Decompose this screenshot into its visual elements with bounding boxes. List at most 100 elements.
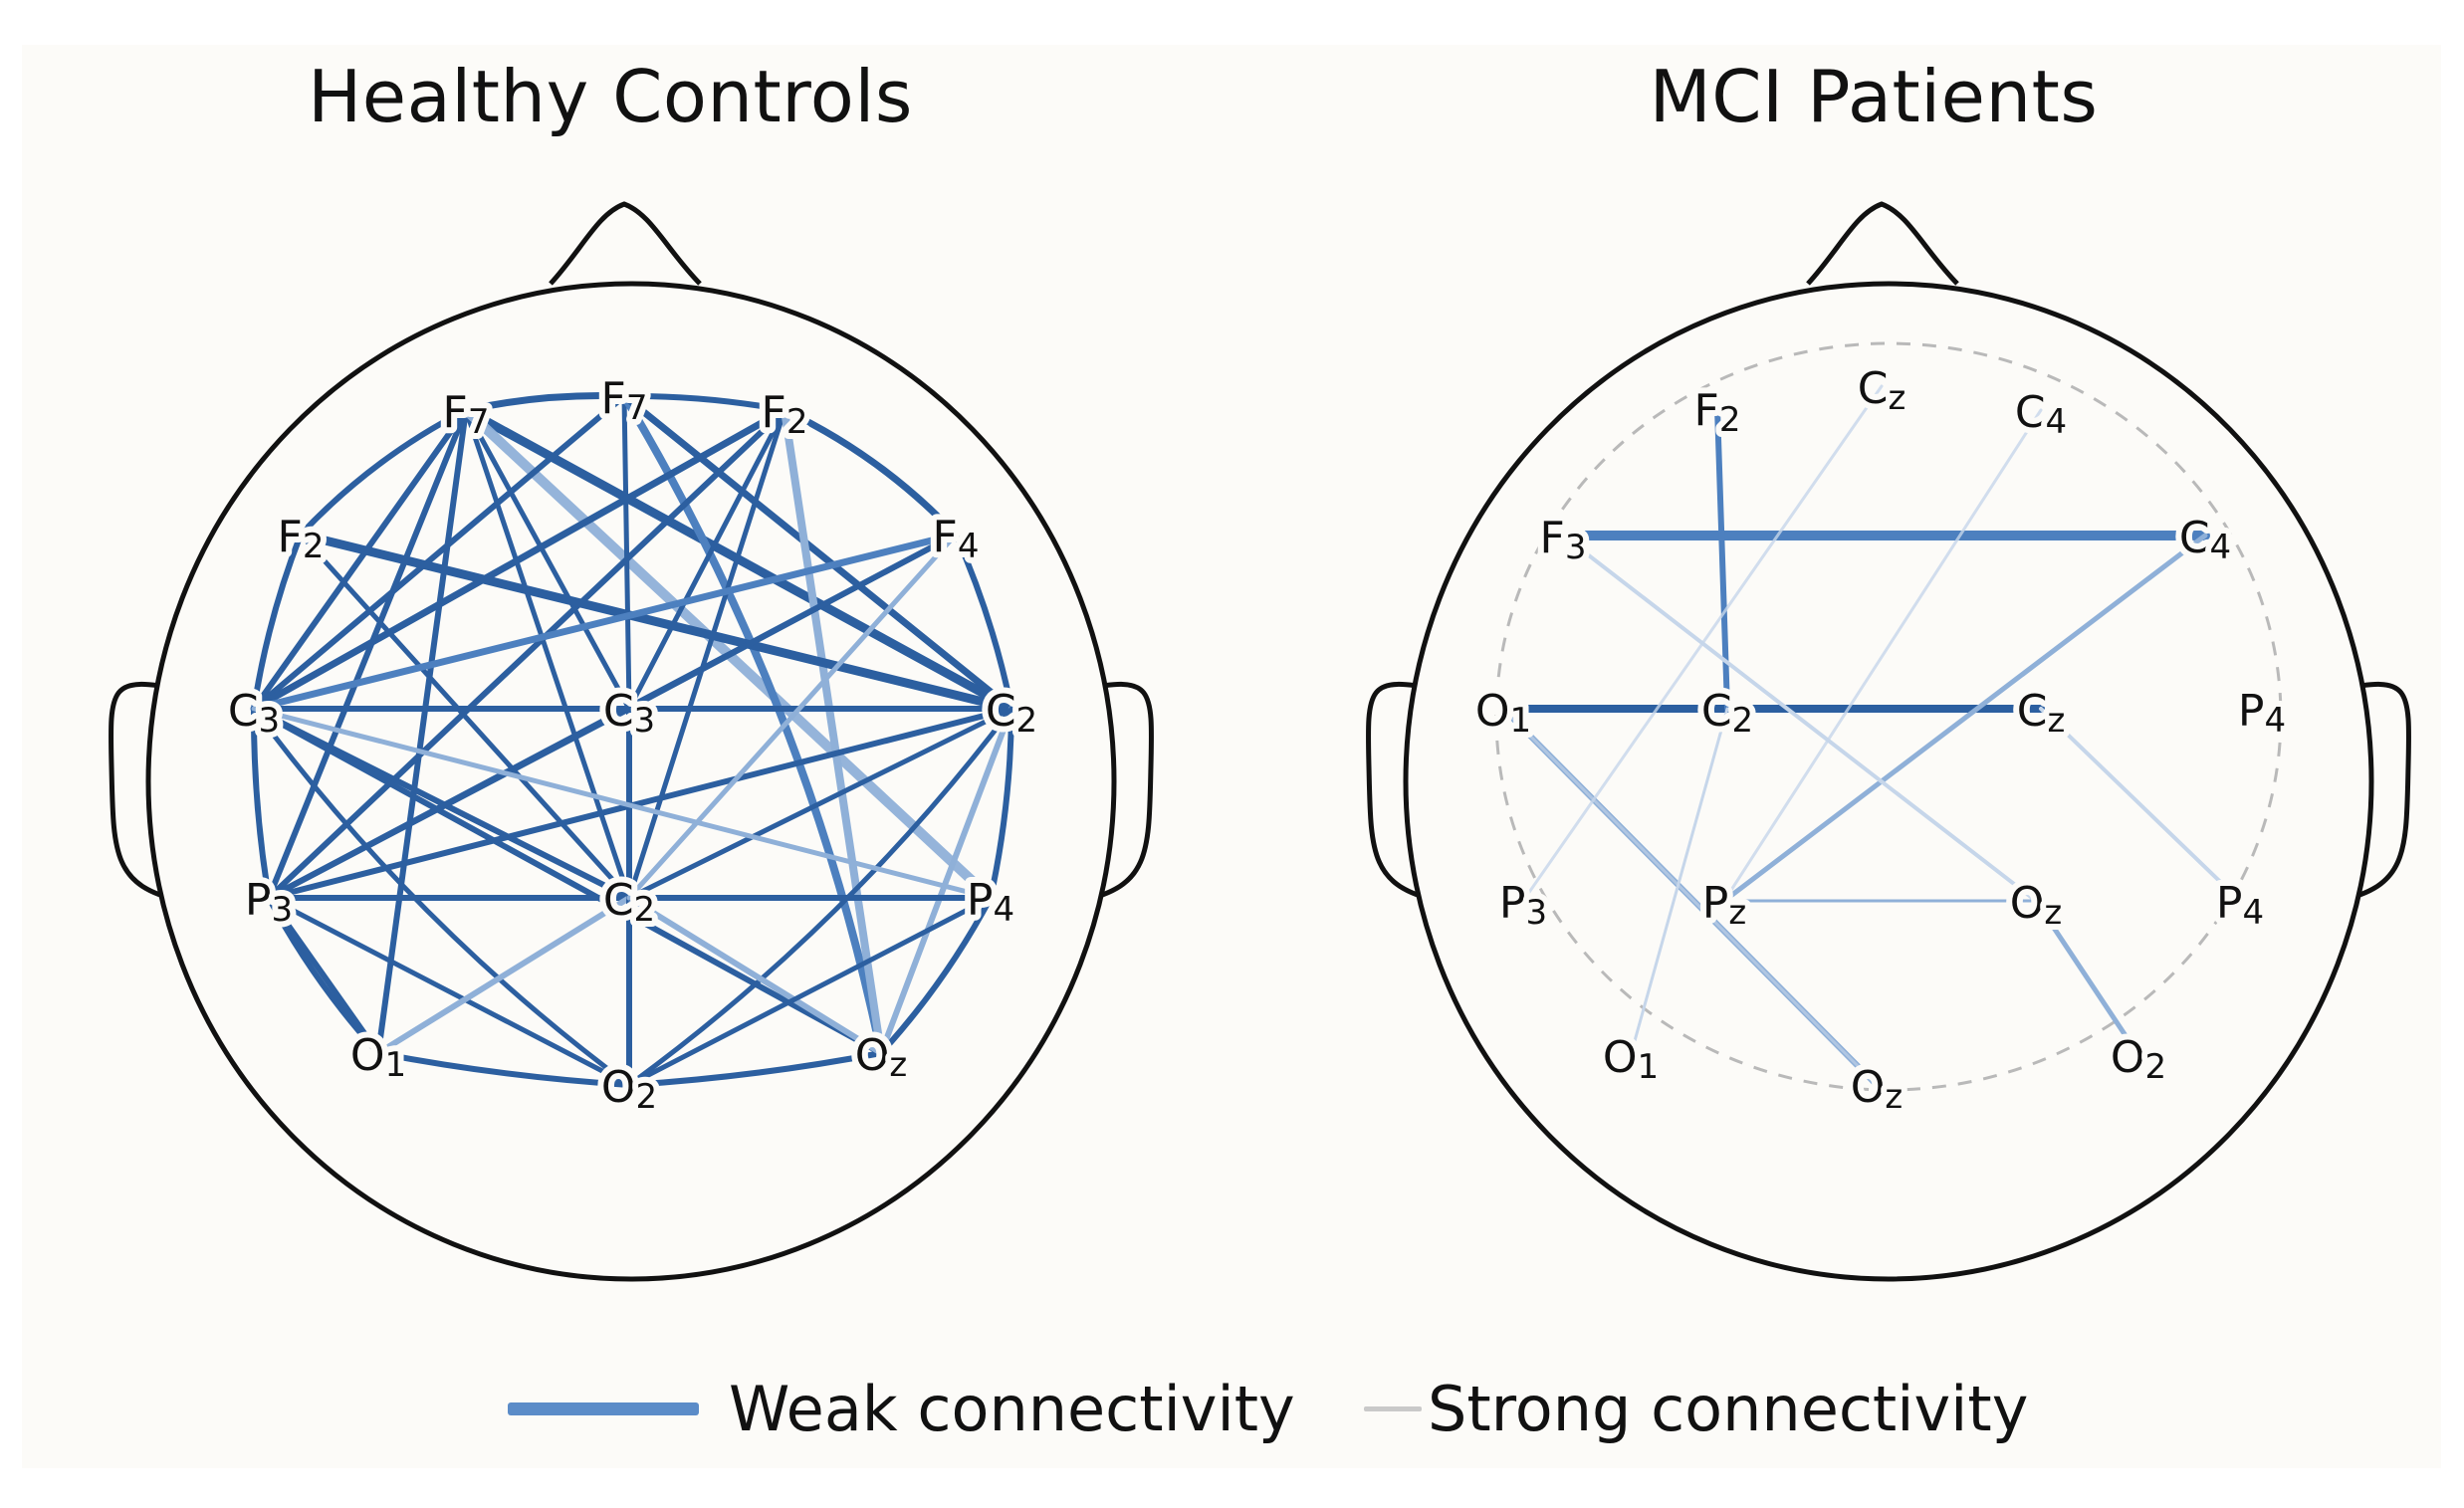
mci-electrode-pc-subscript: z bbox=[2044, 893, 2062, 933]
healthy-electrode-pa-letter: P bbox=[245, 875, 272, 926]
healthy-electrode-cc-subscript: 2 bbox=[1016, 701, 1038, 741]
edge-fb-oc bbox=[620, 392, 885, 1057]
edge-fc-ca bbox=[250, 406, 788, 713]
svg-text:F2: F2 bbox=[762, 387, 808, 442]
mci-electrode-pa: P3 bbox=[1493, 872, 1553, 939]
healthy-head-nose bbox=[549, 201, 702, 286]
edge-cc-pa bbox=[266, 706, 1014, 901]
edge-fc-oc bbox=[781, 406, 885, 1057]
healthy-electrode-fe-subscript: 4 bbox=[958, 527, 980, 566]
mci-electrode-cc-letter: C bbox=[2017, 686, 2048, 737]
edge-fb-cb bbox=[621, 393, 632, 712]
edge-fa-ca bbox=[251, 407, 469, 712]
mci-electrode-fa-letter: F bbox=[1694, 385, 1719, 436]
svg-text:C4: C4 bbox=[2015, 387, 2067, 442]
edge-pa-oa bbox=[266, 895, 381, 1056]
legend-weak: Weak connectivity bbox=[508, 1364, 1295, 1453]
mci-electrode-guide-circle bbox=[1494, 341, 2283, 1092]
healthy-electrode-pb-letter: C bbox=[603, 875, 634, 926]
healthy-electrode-oc-subscript: z bbox=[889, 1045, 907, 1085]
legend-weak-swatch bbox=[508, 1401, 699, 1415]
mci-electrode-oc-subscript: 2 bbox=[2145, 1047, 2167, 1087]
edge-fc-cb bbox=[626, 407, 787, 712]
healthy-electrode-cb-subscript: 3 bbox=[634, 701, 656, 741]
edge-fb-pa bbox=[1521, 384, 1884, 903]
mci-electrode-pd-subscript: 4 bbox=[2242, 893, 2264, 933]
edge-fd-pb bbox=[298, 532, 632, 901]
healthy-electrode-ob-letter: O bbox=[601, 1062, 636, 1113]
edge-pb-oa bbox=[375, 895, 632, 1056]
mci-electrode-fa-subscript: 2 bbox=[1719, 400, 1741, 440]
edge-pc-ca bbox=[251, 706, 994, 901]
edge-oc-pc bbox=[878, 895, 994, 1056]
mci-electrode-pb-subscript: z bbox=[1728, 893, 1746, 933]
healthy-electrode-oa-subscript: 1 bbox=[385, 1045, 407, 1085]
healthy-electrode-pa-subscript: 3 bbox=[271, 890, 293, 930]
healthy-electrode-fd-subscript: 2 bbox=[303, 527, 325, 566]
edge-fc-pb bbox=[1722, 408, 2043, 903]
edge-cc-ob bbox=[626, 706, 1014, 1088]
mci-electrode-fb-letter: C bbox=[1858, 363, 1889, 414]
healthy-electrode-pb-subscript: 2 bbox=[634, 890, 656, 930]
edge-cc-fe bbox=[953, 532, 1014, 712]
mci-electrode-ob: Oz bbox=[1845, 1056, 1909, 1123]
healthy-electrode-fa-letter: F bbox=[443, 387, 468, 438]
legend-weak-label: Weak connectivity bbox=[729, 1372, 1295, 1445]
mci-electrode-cd-subscript: 4 bbox=[2264, 701, 2286, 741]
healthy-head-right-ear bbox=[1080, 681, 1155, 904]
edge-fc-pa bbox=[266, 407, 787, 901]
edge-pc-cc bbox=[988, 706, 1014, 901]
mci-electrode-mb-letter: C bbox=[2179, 513, 2210, 563]
edge-fa-fd bbox=[298, 407, 469, 538]
edge-pb-mb bbox=[1721, 533, 2208, 904]
mci-electrode-ma-subscript: 3 bbox=[1565, 528, 1587, 567]
edge-pc-ob bbox=[626, 895, 994, 1088]
mci-head-outline bbox=[1403, 281, 2374, 1282]
edge-cb-pa bbox=[266, 706, 632, 901]
mci-electrode-pb-letter: P bbox=[1702, 878, 1729, 929]
svg-text:Cz: Cz bbox=[1858, 363, 1906, 418]
mci-electrode-ob-subscript: z bbox=[1885, 1077, 1903, 1117]
healthy-electrode-cb-letter: C bbox=[603, 686, 634, 737]
edge-cc-pb bbox=[626, 706, 1014, 901]
mci-patients-title: MCI Patients bbox=[1649, 55, 2099, 138]
mci-electrode-fc: C4 bbox=[2009, 381, 2073, 448]
mci-electrode-cd-letter: P bbox=[2238, 686, 2265, 737]
edge-fb-cc bbox=[620, 392, 1015, 713]
edge-cc-oc bbox=[878, 706, 1014, 1056]
mci-electrode-cb-subscript: 2 bbox=[1732, 701, 1754, 741]
edge-fe-cb bbox=[626, 532, 959, 712]
edge-ca-ob bbox=[251, 706, 632, 1088]
edge-cc-pd bbox=[2039, 707, 2242, 903]
mci-electrode-fa: F2 bbox=[1688, 379, 1747, 446]
mci-electrode-oc-letter: O bbox=[2111, 1032, 2145, 1083]
healthy-electrode-fd-letter: F bbox=[278, 512, 303, 562]
legend-strong: Strong connectivity bbox=[1364, 1364, 2028, 1453]
edge-ca-ob bbox=[1501, 707, 1879, 1087]
mci-head-nose bbox=[1806, 201, 1959, 286]
mci-connectivity-edges bbox=[1499, 384, 2242, 1088]
healthy-electrode-ob-subscript: 2 bbox=[636, 1077, 658, 1117]
healthy-electrode-fa-subscript: 7 bbox=[468, 402, 490, 442]
mci-electrode-ca-letter: O bbox=[1475, 686, 1510, 737]
mci-electrode-oa-letter: O bbox=[1603, 1032, 1638, 1083]
mci-electrode-mb-subscript: 4 bbox=[2210, 528, 2232, 567]
edge-ob-oc bbox=[626, 1050, 884, 1088]
healthy-electrode-cc-letter: C bbox=[986, 686, 1016, 737]
edge-fb-fc bbox=[621, 392, 787, 413]
healthy-electrode-ca-subscript: 3 bbox=[259, 701, 281, 741]
edge-pa-ob bbox=[266, 895, 632, 1088]
svg-text:O1: O1 bbox=[1475, 686, 1531, 741]
healthy-electrode-fb-letter: F bbox=[601, 373, 626, 424]
edge-fe-pb bbox=[626, 532, 959, 901]
edge-fb-ca bbox=[251, 393, 627, 712]
healthy-electrode-fb-subscript: 7 bbox=[626, 388, 648, 428]
legend-strong-label: Strong connectivity bbox=[1428, 1372, 2029, 1445]
mci-electrode-ca-subscript: 1 bbox=[1510, 701, 1532, 741]
healthy-electrode-fc: F2 bbox=[756, 381, 814, 448]
